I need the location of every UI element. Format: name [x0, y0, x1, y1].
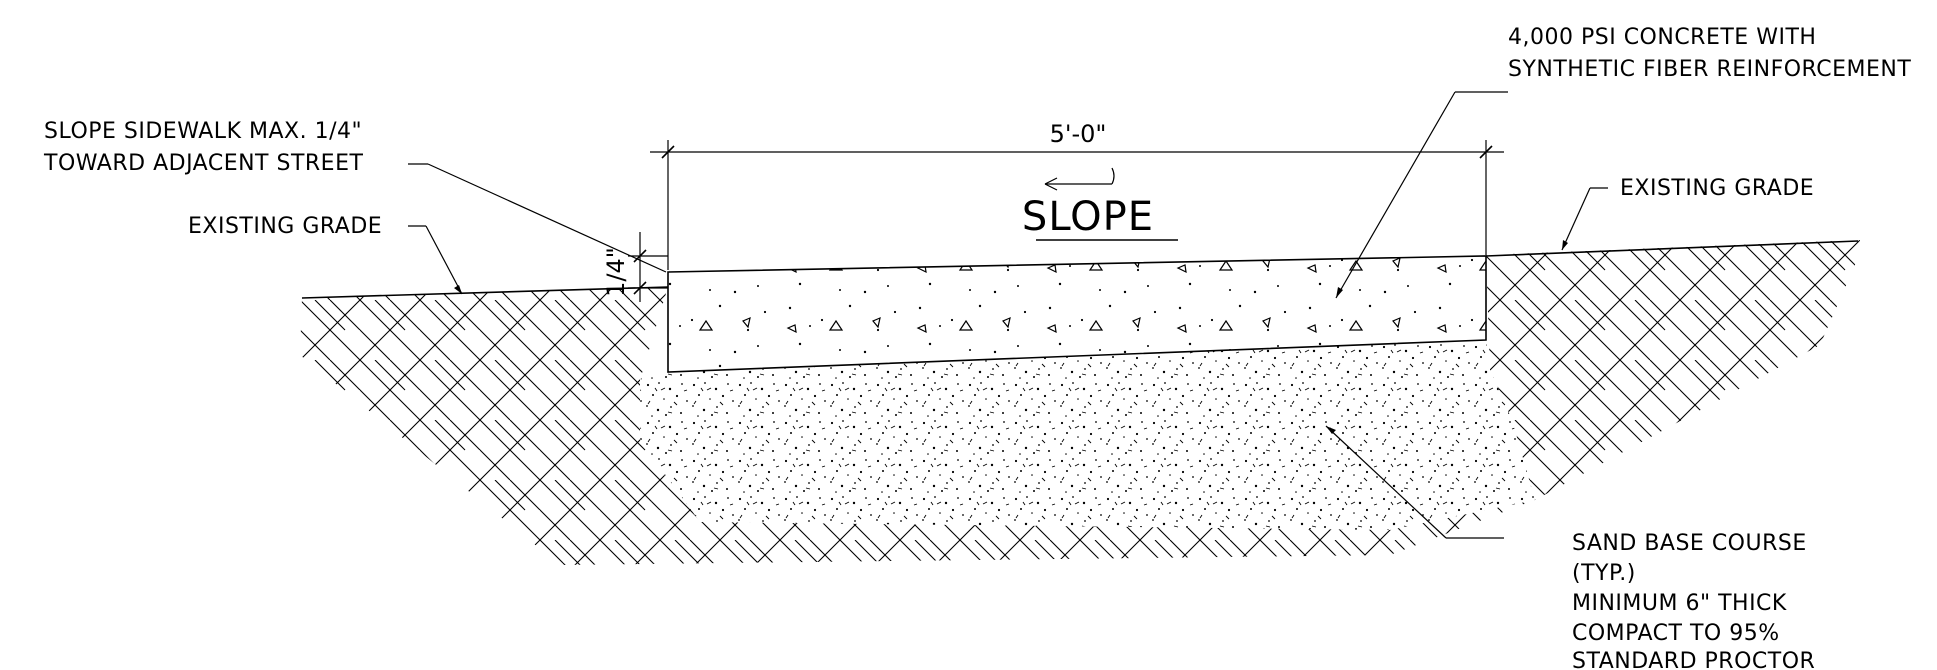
grade-right-note: EXISTING GRADE — [1620, 176, 1814, 201]
concrete-note-line-1: 4,000 PSI CONCRETE WITH — [1508, 25, 1816, 50]
soil-hatch-right — [1486, 240, 1860, 500]
sand-note-line-5: STANDARD PROCTOR — [1572, 649, 1815, 670]
width-dimension-label: 5'-0" — [1050, 120, 1107, 148]
concrete-slab — [667, 255, 1487, 373]
grade-left-note: EXISTING GRADE — [188, 214, 382, 239]
slope-dimension-label: 1/4" — [602, 247, 630, 297]
concrete-note-leader — [1335, 91, 1508, 299]
grade-right-leader — [1561, 187, 1608, 251]
slope-label: SLOPE — [1022, 194, 1154, 240]
concrete-note-line-2: SYNTHETIC FIBER REINFORCEMENT — [1508, 57, 1911, 82]
sand-note-leader — [1325, 425, 1504, 539]
grade-left-label: EXISTING GRADE — [188, 214, 382, 239]
sand-note-line-1: SAND BASE COURSE — [1572, 531, 1807, 556]
slope-note-leader — [408, 163, 667, 273]
slope-indicator: SLOPE — [1022, 167, 1178, 241]
sand-base-course — [640, 340, 1535, 530]
grade-left-leader — [408, 225, 463, 295]
existing-grade-line-left — [301, 286, 669, 299]
concrete-note: 4,000 PSI CONCRETE WITH SYNTHETIC FIBER … — [1508, 25, 1911, 82]
soil-hatch-left — [300, 288, 668, 565]
sand-note-line-4: COMPACT TO 95% — [1572, 621, 1780, 646]
sand-note-line-3: MINIMUM 6" THICK — [1572, 591, 1787, 616]
slope-note: SLOPE SIDEWALK MAX. 1/4" TOWARD ADJACENT… — [43, 119, 363, 176]
width-dimension: 5'-0" — [650, 120, 1504, 270]
slope-note-line-2: TOWARD ADJACENT STREET — [43, 151, 363, 176]
sand-note: SAND BASE COURSE (TYP.) MINIMUM 6" THICK… — [1572, 531, 1815, 670]
sand-note-line-2: (TYP.) — [1572, 561, 1636, 586]
existing-grade-line-right — [1485, 240, 1859, 257]
slope-dimension: 1/4" — [602, 232, 668, 302]
slope-note-line-1: SLOPE SIDEWALK MAX. 1/4" — [44, 119, 362, 144]
grade-right-label: EXISTING GRADE — [1620, 176, 1814, 201]
